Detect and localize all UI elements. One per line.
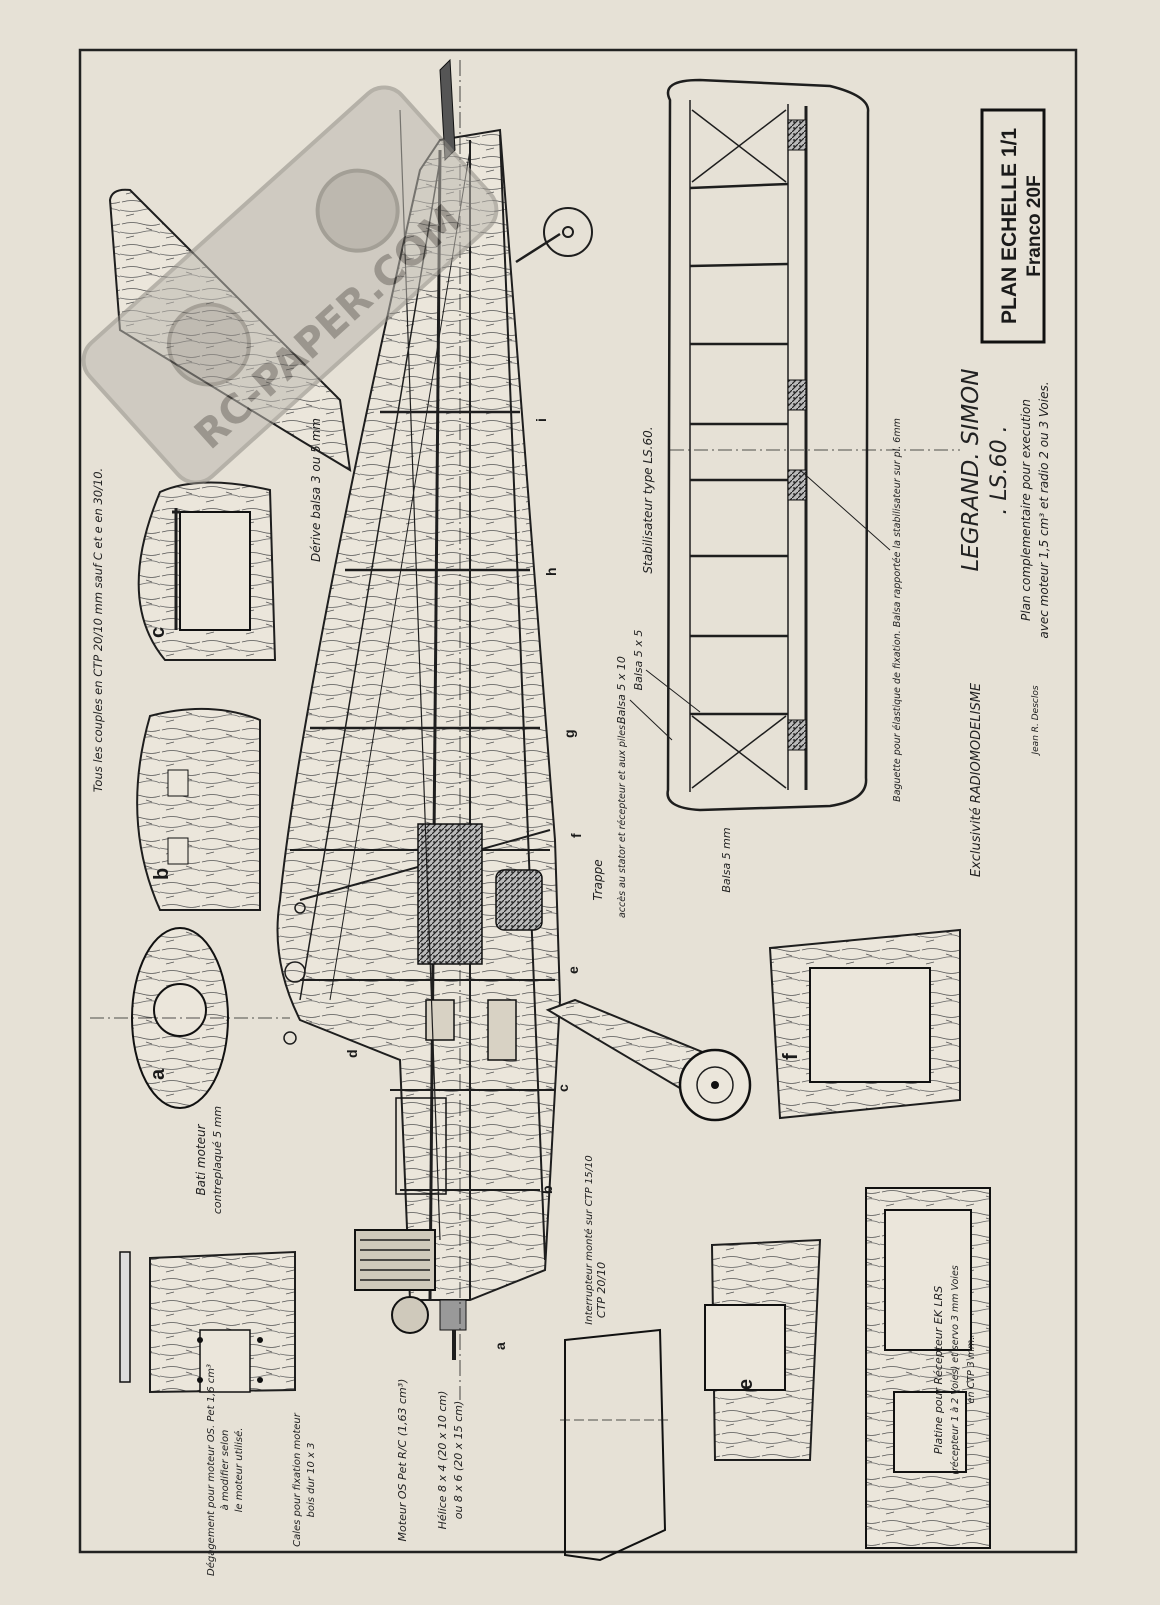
note-bati: Bati moteur [194,1123,208,1195]
signature: Jean R. Desclos [1031,685,1041,756]
former-label-b: b [539,1185,555,1194]
note-platine-sub: (récepteur 1 à 2 Voies) et servo 3 mm Vo… [950,1265,961,1475]
former-c: c [137,481,277,661]
former-label-f: f [568,833,584,838]
model-name-block: LEGRAND. SIMON . LS.60 . [958,369,1012,572]
detail-label-e: e [735,1379,757,1390]
note-baguette: Baguette pour élastique de fixation. Bal… [892,418,903,802]
former-e: e [704,1238,822,1461]
title-line2: Franco 20F [1024,175,1045,276]
note-couples: Tous les couples en CTP 20/10 mm sauf C … [91,468,105,792]
model-name: LEGRAND. SIMON [958,369,984,572]
note-cales-sub: bois dur 10 x 3 [306,1443,317,1518]
engine-icon [354,1229,467,1360]
detail-label-c: c [147,627,169,638]
note-trappe: Trappe [591,859,605,900]
note-platine-sub2: en CTP 3 mm. [966,1337,977,1404]
stabilizer-plan [666,78,960,812]
former-label-d: d [344,1049,360,1058]
former-labels: a b c d e f g h i [344,418,584,1350]
note-stabilisateur: Stabilisateur type LS.60. [641,426,655,573]
note-helice: Hélice 8 x 4 (20 x 10 cm) [436,1391,449,1530]
description-line1: Plan complementaire pour execution [1019,399,1033,621]
note-helice-2: ou 8 x 6 (20 x 15 cm) [452,1401,465,1520]
note-trappe-sub: accès au stator et récepteur et aux pile… [617,722,628,918]
former-b: b [136,707,261,911]
former-label-h: h [543,567,559,576]
ctp-plate [560,1328,670,1562]
sheet-border [78,48,1078,1554]
former-label-g: g [561,729,577,738]
note-degagement-3: le moteur utilisé. [233,1428,245,1513]
note-degagement-2: à modifier selon [219,1430,231,1511]
model-designation: . LS.60 . [987,425,1012,514]
former-label-i: i [533,418,549,422]
note-bati-sub: contreplaqué 5 mm [211,1106,224,1214]
note-ctp: CTP 20/10 [595,1262,608,1318]
note-derive: Dérive balsa 3 ou 5 mm [309,418,323,562]
detail-label-b: b [151,868,173,880]
note-cales: Cales pour fixation moteur [292,1412,303,1547]
note-balsa-5mm: Balsa 5 mm [720,827,733,892]
receiver-plate [865,1187,991,1549]
note-degagement: Dégagement pour moteur OS. Pet 1,6 cm³ [205,1364,217,1576]
note-moteur: Moteur OS Pet R/C (1,63 cm³) [396,1379,409,1542]
former-f: f [768,928,961,1120]
exclusivity-note: Exclusivité RADIOMODELISME [969,682,984,877]
title-line1: PLAN ECHELLE 1/1 [998,128,1021,324]
former-label-a: a [492,1342,508,1350]
former-label-c: c [555,1084,571,1092]
detail-label-f: f [780,1053,802,1060]
detail-label-a: a [147,1068,169,1080]
title-box: PLAN ECHELLE 1/1 Franco 20F [980,108,1046,344]
note-balsa-5x5: Balsa 5 x 5 [632,630,645,691]
former-label-e: e [565,966,581,974]
note-balsa-5x10: Balsa 5 x 10 [615,656,628,724]
note-interrupteur: Interrupteur monté sur CTP 15/10 [583,1155,595,1324]
note-platine: Platine pour Récepteur EK LRS [932,1286,945,1454]
engine-mount [119,1250,296,1394]
model-description: Plan complementaire pour execution avec … [1019,381,1051,638]
description-line2: avec moteur 1,5 cm³ et radio 2 ou 3 Voie… [1037,381,1051,638]
